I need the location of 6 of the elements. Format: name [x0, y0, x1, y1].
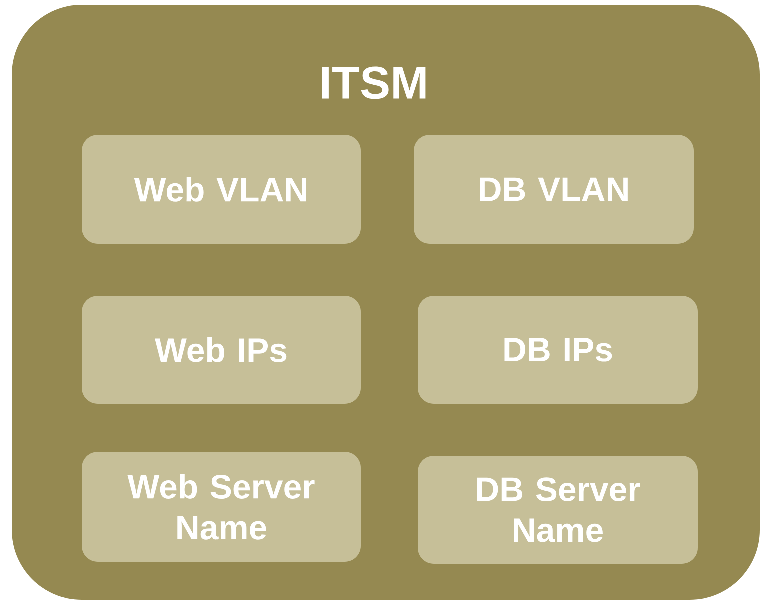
- label-box: Web IPs: [82, 296, 361, 404]
- label-box: DB Server Name: [418, 456, 698, 564]
- label-box: Web Server Name: [82, 452, 361, 562]
- label-box: DB VLAN: [414, 135, 694, 244]
- label-box: DB IPs: [418, 296, 698, 404]
- label-box: Web VLAN: [82, 135, 361, 244]
